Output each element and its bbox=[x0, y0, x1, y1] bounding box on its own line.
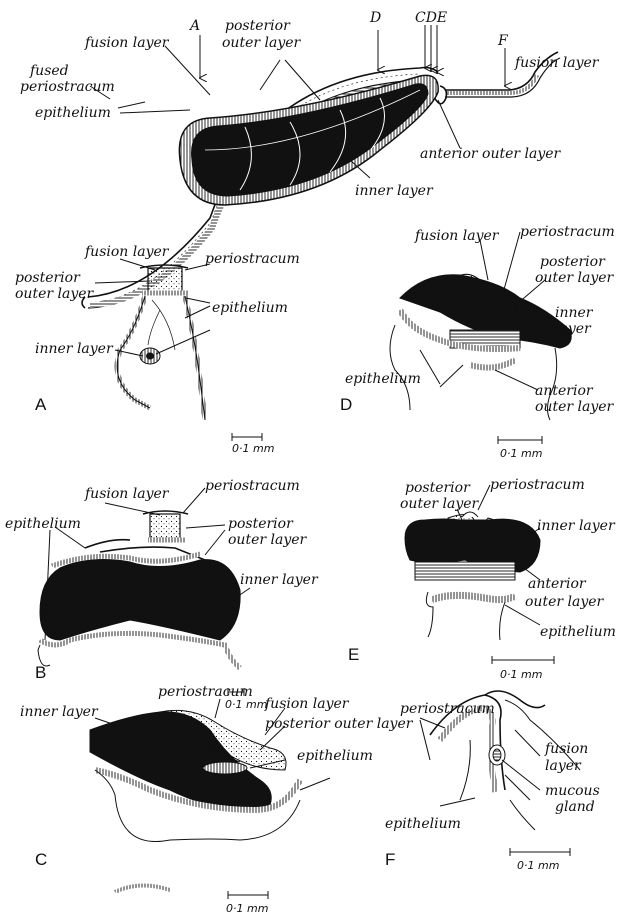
label-anterior-outer-layer: anterior outer layer bbox=[420, 146, 562, 162]
panel-D-label-inner-1: inner bbox=[555, 305, 594, 321]
panel-E-scale-label: 0·1 mm bbox=[500, 668, 542, 681]
panel-B-posterior-outer-layer bbox=[150, 514, 180, 538]
panel-E-label-posterior-1: posterior bbox=[405, 480, 471, 496]
panel-E: posterior outer layer periostracum inner… bbox=[348, 477, 616, 681]
panel-E-letter: E bbox=[348, 645, 359, 664]
panel-E-label-inner-layer: inner layer bbox=[537, 518, 616, 534]
panel-D-label-posterior-1: posterior bbox=[540, 254, 606, 270]
panel-A-label-inner-layer: inner layer bbox=[35, 341, 114, 357]
panel-C-label-epithelium: epithelium bbox=[297, 748, 373, 764]
label-fused-periostracum-1: fused bbox=[29, 63, 69, 79]
panel-E-label-anterior-2: outer layer bbox=[525, 594, 605, 610]
panel-F-label-epithelium: epithelium bbox=[385, 816, 461, 832]
panel-D-scale-label: 0·1 mm bbox=[500, 447, 542, 460]
panel-D-label-posterior-2: outer layer bbox=[535, 270, 615, 286]
panel-F-letter: F bbox=[385, 850, 395, 869]
panel-A-label-periostracum: periostracum bbox=[205, 251, 300, 267]
panel-D: fusion layer periostracum posterior oute… bbox=[340, 224, 615, 460]
panel-B-inner-layer bbox=[40, 560, 240, 640]
panel-B-label-periostracum: periostracum bbox=[205, 478, 300, 494]
panel-C-label-fusion-layer: fusion layer bbox=[264, 696, 350, 712]
panel-E-label-anterior-1: anterior bbox=[528, 576, 587, 592]
panel-B: fusion layer periostracum epithelium pos… bbox=[5, 478, 319, 711]
panel-F-label-periostracum: periostracum bbox=[400, 701, 495, 717]
panel-D-label-fusion-layer: fusion layer bbox=[414, 228, 500, 244]
panel-B-label-inner-layer: inner layer bbox=[240, 572, 319, 588]
panel-B-label-posterior-1: posterior bbox=[228, 516, 294, 532]
panel-C-label-inner-layer: inner layer bbox=[20, 704, 99, 720]
panel-E-label-posterior-2: outer layer bbox=[400, 496, 480, 512]
panel-D-label-anterior-2: outer layer bbox=[535, 399, 615, 415]
panel-C-scale-label: 0·1 mm bbox=[226, 902, 268, 915]
panel-F-scale-bar: 0·1 mm bbox=[510, 848, 570, 872]
label-fused-periostracum-2: periostracum bbox=[20, 79, 115, 95]
marker-CDE: CDE bbox=[415, 10, 447, 26]
label-inner-layer: inner layer bbox=[355, 183, 434, 199]
panel-C-label-posterior-outer: posterior outer layer bbox=[265, 716, 414, 732]
label-posterior-outer-2: outer layer bbox=[222, 35, 302, 51]
label-fusion-layer-right: fusion layer bbox=[514, 55, 600, 71]
panel-C-label-periostracum: periostracum bbox=[158, 684, 253, 700]
label-epithelium: epithelium bbox=[35, 105, 111, 121]
panel-B-letter: B bbox=[35, 663, 46, 682]
panel-F-label-fusion-1: fusion bbox=[544, 741, 588, 757]
panel-A-label-posterior-2: outer layer bbox=[15, 286, 95, 302]
panel-C-letter: C bbox=[35, 850, 47, 869]
panel-B-label-fusion-layer: fusion layer bbox=[84, 486, 170, 502]
panel-F-label-mucous-2: gland bbox=[555, 799, 595, 815]
panel-A-inner-layer bbox=[146, 353, 154, 360]
panel-C: inner layer periostracum fusion layer po… bbox=[20, 684, 414, 915]
panel-E-label-epithelium: epithelium bbox=[540, 624, 616, 640]
panel-D-scale-bar: 0·1 mm bbox=[498, 436, 542, 460]
panel-A-posterior-outer-layer bbox=[148, 268, 182, 294]
panel-A-label-posterior-1: posterior bbox=[15, 270, 81, 286]
panel-D-label-anterior-1: anterior bbox=[535, 383, 594, 399]
overview-diagram: fusion layer A posterior outer layer D C… bbox=[20, 10, 600, 308]
panel-F-label-fusion-2: layer bbox=[545, 758, 582, 774]
panel-A-label-fusion-layer: fusion layer bbox=[84, 244, 170, 260]
panel-A-label-epithelium: epithelium bbox=[212, 300, 288, 316]
marker-D: D bbox=[369, 10, 381, 26]
marker-A: A bbox=[188, 18, 200, 34]
panel-D-label-epithelium: epithelium bbox=[345, 371, 421, 387]
panel-D-letter: D bbox=[340, 395, 352, 414]
panel-A-scale-label: 0·1 mm bbox=[232, 442, 274, 455]
panel-E-label-periostracum: periostracum bbox=[490, 477, 585, 493]
panel-C-scale-bar: 0·1 mm bbox=[226, 891, 268, 915]
panel-B-label-posterior-2: outer layer bbox=[228, 532, 308, 548]
marker-F: F bbox=[497, 33, 509, 49]
panel-D-label-periostracum: periostracum bbox=[520, 224, 615, 240]
panel-F-scale-label: 0·1 mm bbox=[517, 859, 559, 872]
label-posterior-outer-1: posterior bbox=[225, 18, 291, 34]
panel-F: periostracum fusion layer mucous gland e… bbox=[385, 691, 600, 872]
panel-A: fusion layer periostracum posterior oute… bbox=[15, 244, 300, 455]
panel-A-scale-bar: 0·1 mm bbox=[232, 433, 274, 455]
panel-F-label-mucous-1: mucous bbox=[545, 783, 600, 799]
panel-A-letter: A bbox=[35, 395, 47, 414]
panel-B-label-epithelium: epithelium bbox=[5, 516, 81, 532]
panel-D-label-inner-2: layer bbox=[555, 321, 592, 337]
label-fusion-layer-left: fusion layer bbox=[84, 35, 170, 51]
panel-E-scale-bar: 0·1 mm bbox=[492, 656, 554, 681]
